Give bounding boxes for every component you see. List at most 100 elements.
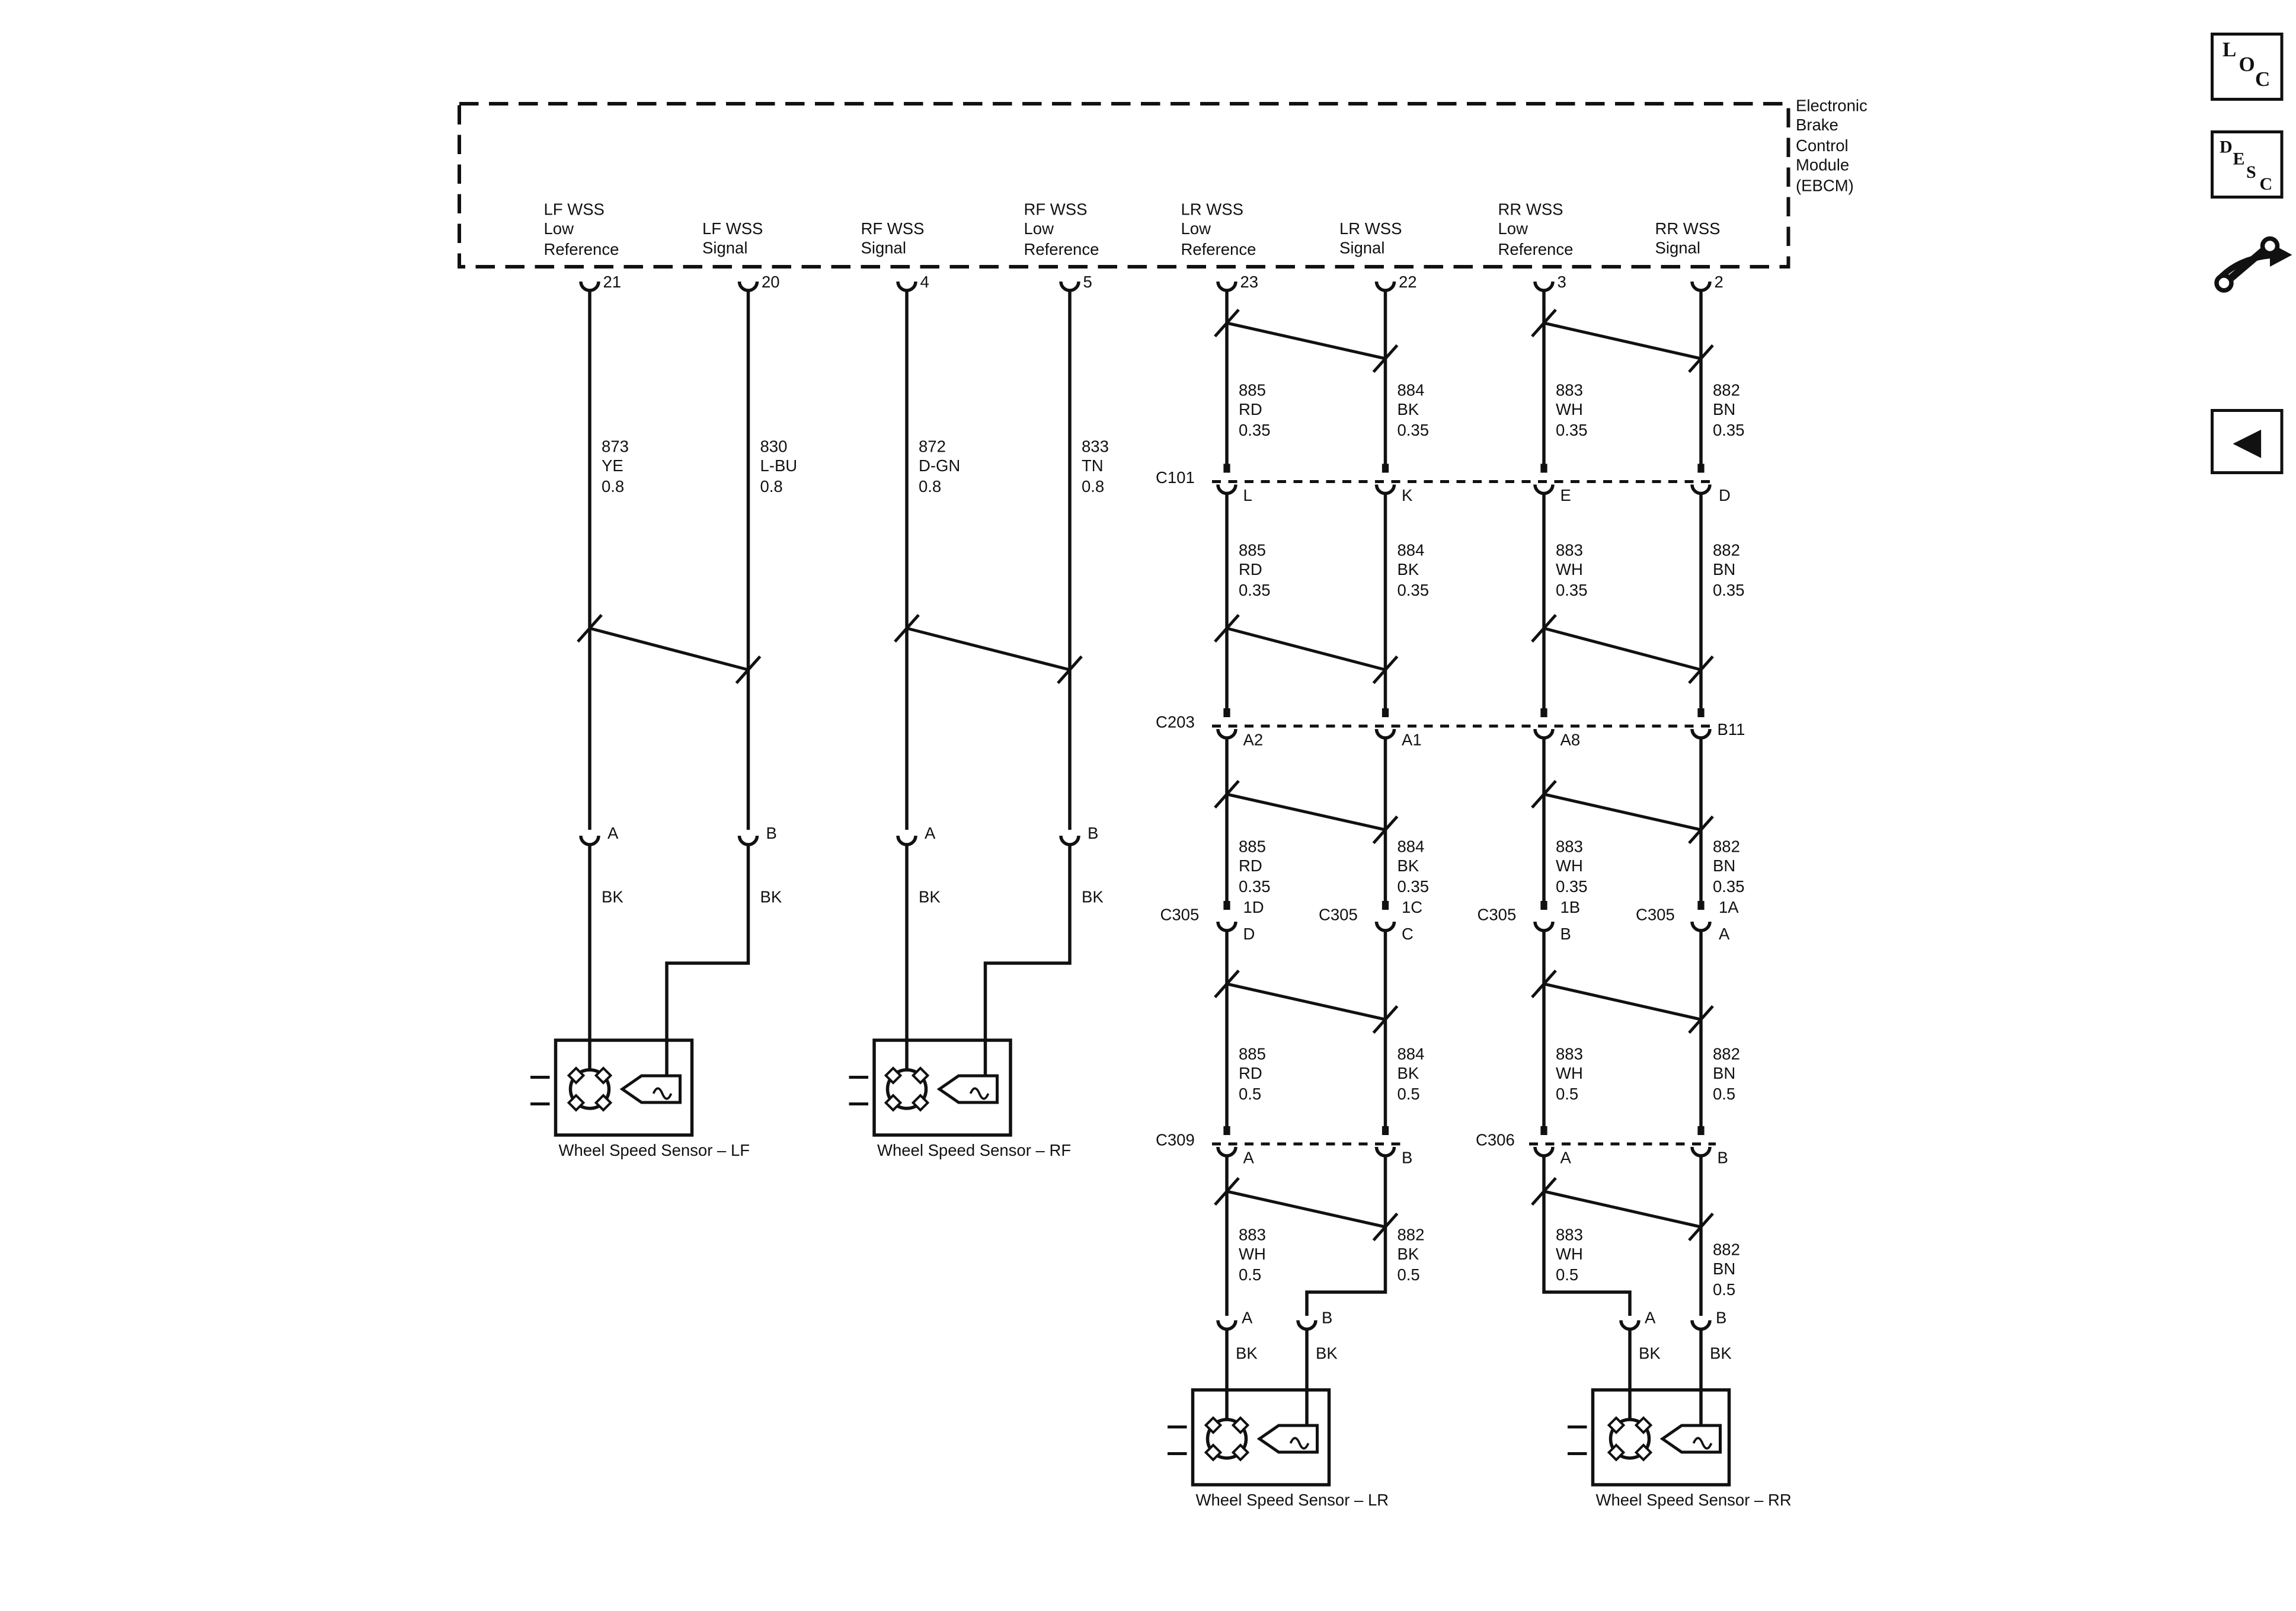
wire-label: 882 BN 0.35 — [1713, 542, 1745, 600]
connector-label-c203: C203 — [1156, 714, 1195, 732]
wire-label: 883 WH 0.5 — [1556, 1227, 1583, 1285]
wire-label: 885 RD 0.5 — [1239, 1046, 1266, 1104]
wire-label: 872 D-GN 0.8 — [919, 439, 961, 497]
wire-label: 883 WH 0.35 — [1556, 542, 1588, 600]
connector-pin: 1B — [1560, 899, 1581, 918]
wire-label: 883 WH 0.35 — [1556, 382, 1588, 440]
connector-label-c305: C305 — [1477, 907, 1517, 925]
pin-header-lr-signal: LR WSS Signal — [1339, 220, 1402, 259]
pigtail-color: BK — [1316, 1345, 1338, 1363]
sensor-pin: B — [1088, 825, 1099, 843]
pickup-coil-icon — [936, 1074, 999, 1104]
connector-pin: 1C — [1402, 899, 1423, 918]
wrench-arrow-icon[interactable] — [2214, 236, 2292, 293]
pin-number: 22 — [1399, 274, 1417, 292]
pin-number: 21 — [603, 274, 622, 292]
reluctor-ring-icon — [1609, 1418, 1651, 1460]
pin-number: 3 — [1557, 274, 1566, 292]
sensor-symbol-rr — [1568, 1388, 1731, 1487]
pigtail-color: BK — [1710, 1345, 1732, 1363]
wire-label: 885 RD 0.35 — [1239, 382, 1271, 440]
sensor-pin: A — [925, 825, 936, 843]
connector-pin: A — [1719, 926, 1730, 944]
connector-pin: K — [1402, 487, 1413, 506]
connector-pin: E — [1560, 487, 1571, 506]
sensor-symbol-lf — [530, 1038, 694, 1137]
wire-label: 884 BK 0.35 — [1397, 542, 1430, 600]
wire-rr-low-ref — [1542, 290, 1632, 1420]
pin-number: 5 — [1083, 274, 1092, 292]
wire-label: 882 BK 0.5 — [1397, 1227, 1425, 1285]
reluctor-ring-icon — [885, 1068, 928, 1110]
pin-header-rr-signal: RR WSS Signal — [1655, 220, 1721, 259]
pickup-coil-icon — [1256, 1424, 1319, 1454]
wire-label: 833 TN 0.8 — [1082, 439, 1109, 497]
wire-label: 873 YE 0.8 — [602, 439, 629, 497]
sensor-pin: A — [1242, 1310, 1253, 1328]
wire-rf-low-ref — [983, 290, 1072, 1076]
front-sensor-terminals — [579, 835, 1080, 846]
pigtail-color: BK — [760, 889, 782, 907]
wire-label: 882 BN 0.5 — [1713, 1242, 1740, 1300]
sensor-symbol-lr — [1168, 1388, 1331, 1487]
connector-pin: C — [1402, 926, 1414, 944]
pigtail-color: BK — [1639, 1345, 1661, 1363]
connector-label-c305: C305 — [1160, 907, 1200, 925]
pin-header-lf-low-ref: LF WSS Low Reference — [543, 202, 619, 260]
sensor-symbol-rf — [849, 1038, 1012, 1137]
connector-pin: A — [1560, 1150, 1571, 1168]
wire-label: 885 RD 0.35 — [1239, 542, 1271, 600]
connector-pin: 1A — [1719, 899, 1739, 918]
sensor-pin: A — [607, 825, 619, 843]
pigtail-color: BK — [919, 889, 941, 907]
loc-button[interactable]: L O C — [2211, 33, 2284, 101]
connector-pin: 1D — [1243, 899, 1264, 918]
reluctor-ring-icon — [1205, 1418, 1248, 1460]
ebcm-outline — [458, 102, 1790, 268]
connector-label-c101: C101 — [1156, 469, 1195, 488]
wire-label: 884 BK 0.35 — [1397, 382, 1430, 440]
pin-header-rr-low-ref: RR WSS Low Reference — [1498, 202, 1574, 260]
wire-label: 882 BN 0.5 — [1713, 1046, 1740, 1104]
desc-letter: D — [2220, 136, 2233, 157]
loc-letter: O — [2239, 55, 2255, 78]
wire-label: 884 BK 0.35 — [1397, 839, 1430, 897]
connector-pin: A8 — [1560, 732, 1581, 750]
pin-number: 4 — [920, 274, 929, 292]
loc-letter: L — [2223, 40, 2237, 63]
sensor-pin: A — [1645, 1310, 1656, 1328]
rear-sensor-terminals — [1216, 1320, 1712, 1331]
desc-button[interactable]: D E S C — [2211, 130, 2284, 199]
wire-label: 883 WH 0.5 — [1239, 1227, 1266, 1285]
wire-label: 882 BN 0.35 — [1713, 382, 1745, 440]
pin-number: 2 — [1714, 274, 1723, 292]
pin-number: 23 — [1240, 274, 1259, 292]
pin-header-rf-signal: RF WSS Signal — [861, 220, 925, 259]
harness-break-symbols — [577, 308, 1714, 1242]
pin-header-lr-low-ref: LR WSS Low Reference — [1181, 202, 1256, 260]
back-button[interactable]: ◀ — [2211, 409, 2284, 474]
reluctor-ring-icon — [568, 1068, 611, 1110]
wire-lf-signal — [665, 290, 750, 1076]
pigtail-color: BK — [1236, 1345, 1258, 1363]
connector-pin: B — [1560, 926, 1571, 944]
connector-label-c305: C305 — [1319, 907, 1358, 925]
connector-label-c306: C306 — [1476, 1132, 1515, 1150]
wire-label: 883 WH 0.5 — [1556, 1046, 1583, 1104]
desc-letter: S — [2246, 161, 2256, 183]
connector-label-c309: C309 — [1156, 1132, 1195, 1150]
back-arrow-icon: ◀ — [2233, 419, 2262, 463]
wire-label: 882 BN 0.35 — [1713, 839, 1745, 897]
pin-header-lf-signal: LF WSS Signal — [702, 220, 763, 259]
ebcm-pin-terminals — [579, 281, 1712, 292]
connector-pin: L — [1243, 487, 1252, 506]
wire-label: 885 RD 0.35 — [1239, 839, 1271, 897]
wire-label: 883 WH 0.35 — [1556, 839, 1588, 897]
connector-pin: A — [1243, 1150, 1254, 1168]
sensor-pin: B — [766, 825, 777, 843]
pin-header-rf-low-ref: RF WSS Low Reference — [1024, 202, 1099, 260]
wires — [588, 290, 1703, 1425]
connector-label-c305: C305 — [1636, 907, 1675, 925]
wire-lr-signal — [1305, 290, 1387, 1425]
ebcm-label: Electronic Brake Control Module (EBCM) — [1796, 98, 1868, 196]
